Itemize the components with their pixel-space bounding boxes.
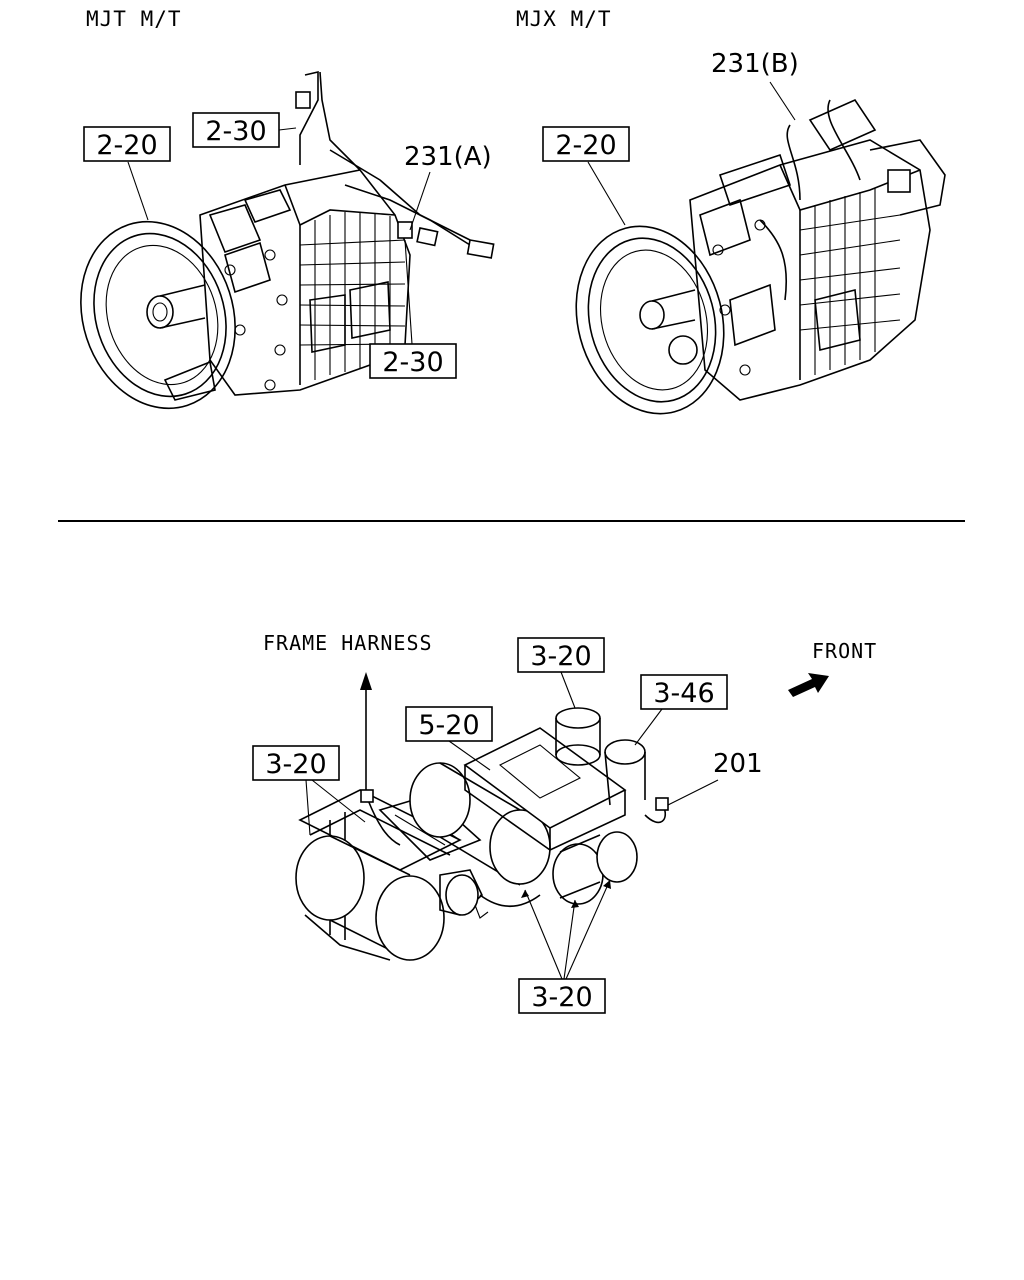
front-arrow-icon <box>788 673 829 697</box>
callout-201-label: 201 <box>713 749 763 779</box>
callout-3-46: 3-46 <box>634 674 728 746</box>
callout-3-20-top: 3-20 <box>517 637 605 709</box>
callout-3-20-top-label: 3-20 <box>530 641 591 672</box>
mjx-title: MJX M/T <box>516 7 612 31</box>
front-label: FRONT <box>812 639 877 663</box>
callout-2-20-right-label: 2-20 <box>555 130 616 161</box>
air-tank-assembly-drawing <box>295 707 669 961</box>
callout-5-20: 5-20 <box>405 706 493 771</box>
frame-harness-label-group: FRAME HARNESS <box>263 631 433 790</box>
mjt-title: MJT M/T <box>86 7 182 31</box>
arrow-head-icon <box>360 672 372 690</box>
callout-3-46-label: 3-46 <box>653 678 714 709</box>
frame-harness-label: FRAME HARNESS <box>263 631 433 655</box>
callout-3-20-left-label: 3-20 <box>265 749 326 780</box>
front-indicator: FRONT <box>788 639 877 697</box>
callout-3-20-left: 3-20 <box>252 745 366 836</box>
callout-2-30-upper: 2-30 <box>192 112 297 148</box>
callout-2-30-lower-label: 2-30 <box>382 347 443 378</box>
mjx-transmission-drawing <box>575 98 946 415</box>
callout-2-20-left: 2-20 <box>83 126 171 221</box>
mjt-transmission-drawing <box>80 70 495 410</box>
callout-2-20-left-label: 2-20 <box>96 130 157 161</box>
callout-231a-label: 231(A) <box>404 142 492 172</box>
callout-3-20-bottom: 3-20 <box>518 879 611 1014</box>
callout-231b: 231(B) <box>711 49 799 121</box>
callout-2-30-upper-label: 2-30 <box>205 116 266 147</box>
callout-231a: 231(A) <box>404 142 492 231</box>
callout-2-30-lower: 2-30 <box>369 239 457 379</box>
callout-5-20-label: 5-20 <box>418 710 479 741</box>
callout-2-20-right: 2-20 <box>542 126 630 226</box>
callout-3-20-bottom-label: 3-20 <box>531 982 592 1013</box>
callout-231b-label: 231(B) <box>711 49 799 79</box>
callout-201: 201 <box>667 749 763 806</box>
